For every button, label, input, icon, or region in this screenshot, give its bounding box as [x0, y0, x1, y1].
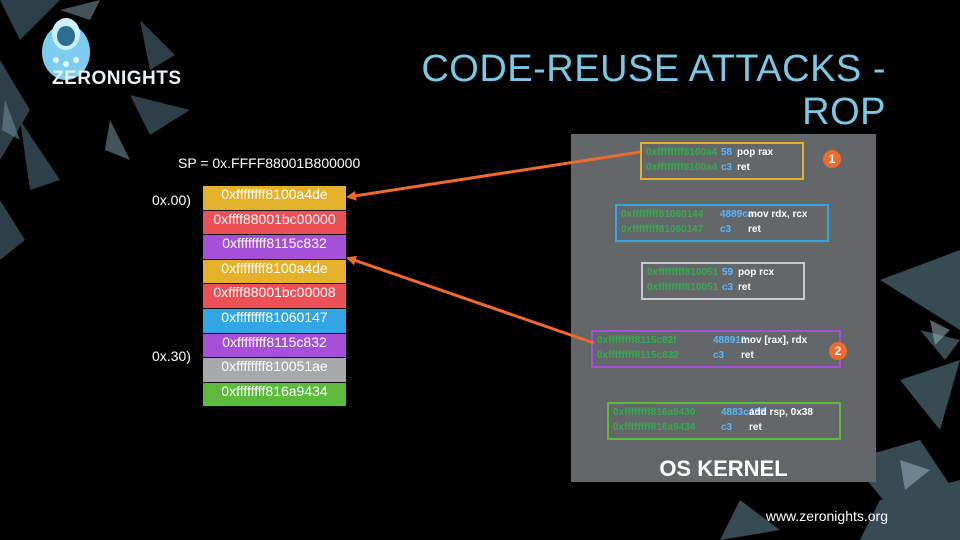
gadget-address: 0xffffffff816a9434 — [613, 422, 696, 433]
gadget-box-2: 0xffffffff81060144 0xffffffff81060147 4889… — [615, 204, 829, 242]
gadget-opcode: 58 — [721, 147, 733, 158]
gadget-opcode: c3 — [720, 224, 732, 235]
logo-wordmark: ZERONIGHTS — [52, 68, 182, 89]
gadget-opcode: 488910 — [713, 335, 747, 346]
gadget-instruction: ret — [749, 422, 762, 433]
gadget-instruction: ret — [741, 350, 754, 361]
gadget-opcode: 4889ca — [720, 209, 754, 220]
gadget-opcode: 4883c438 — [721, 407, 766, 418]
offset-label-bottom: 0x.30) — [152, 348, 191, 364]
gadget-instruction: pop rcx — [738, 267, 775, 278]
stack-cell: 0xffffffff816a9434 — [203, 382, 346, 408]
gadget-instruction: mov [rax], rdx — [741, 335, 808, 346]
gadget-address: 0xffffffff810051ad — [647, 267, 718, 278]
gadget-address: 0xffffffff81060147 — [621, 224, 704, 235]
hooded-figure-icon — [42, 18, 90, 80]
offset-label-top: 0x.00) — [152, 192, 191, 208]
gadget-address: 0xffffffff8100a4df — [646, 162, 717, 173]
website-url: www.zeronights.org — [765, 508, 888, 524]
stack-cell: 0xffffffff8115c832 — [203, 333, 346, 359]
stack-cell: 0xffff88001bc00000 — [203, 210, 346, 236]
gadget-box-1: 0xffffffff8100a4de 0xffffffff8100a4df 58 c3… — [640, 142, 804, 180]
gadget-address: 0xffffffff816a9430 — [613, 407, 696, 418]
gadget-opcode: c3 — [713, 350, 725, 361]
gadget-instruction: ret — [748, 224, 761, 235]
stack-cell: 0xffffffff810051ae — [203, 358, 346, 383]
step-badge-2: 2 — [829, 342, 847, 360]
gadget-opcode: 59 — [722, 267, 734, 278]
gadget-box-5: 0xffffffff816a9430 0xffffffff816a9434 4883… — [607, 402, 841, 440]
gadget-opcode: c3 — [721, 422, 733, 433]
stack-cell: 0xffffffff8115c832 — [203, 235, 346, 260]
zeronights-logo: ZERONIGHTS — [14, 12, 181, 112]
os-kernel-panel: 0xffffffff8100a4de 0xffffffff8100a4df 58 c3… — [571, 134, 876, 482]
os-kernel-label: OS KERNEL — [659, 456, 788, 481]
stack-pointer-label: SP = 0x.FFFF88001B800000 — [178, 155, 361, 171]
gadget-address: 0xffffffff8100a4de — [646, 147, 717, 158]
gadget-box-4: 0xffffffff8115c82f 0xffffffff8115c832 4889… — [591, 330, 841, 368]
gadget-instruction: ret — [738, 282, 751, 293]
gadget-address: 0xffffffff810051ae — [647, 282, 718, 293]
gadget-address: 0xffffffff81060144 — [621, 209, 704, 220]
slide-title: CODE-REUSE ATTACKS - ROP — [421, 48, 886, 133]
gadget-opcode: c3 — [722, 282, 734, 293]
gadget-opcode: c3 — [721, 162, 733, 173]
gadget-instruction: ret — [737, 162, 750, 173]
gadget-instruction: add rsp, 0x38 — [749, 407, 813, 418]
gadget-box-3: 0xffffffff810051ad 0xffffffff810051ae 59 c3… — [641, 262, 805, 300]
stack-cell: 0xffff88001bc00008 — [203, 284, 346, 309]
step-badge-1: 1 — [823, 150, 841, 168]
stack-cell: 0xffffffff8100a4de — [203, 186, 346, 211]
stack-cell: 0xffffffff81060147 — [203, 308, 346, 334]
gadget-instruction: mov rdx, rcx — [748, 209, 808, 220]
gadget-address: 0xffffffff8115c82f — [597, 335, 677, 346]
gadget-instruction: pop rax — [737, 147, 774, 158]
stack-cell: 0xffffffff8100a4de — [203, 259, 346, 285]
gadget-address: 0xffffffff8115c832 — [597, 350, 679, 361]
